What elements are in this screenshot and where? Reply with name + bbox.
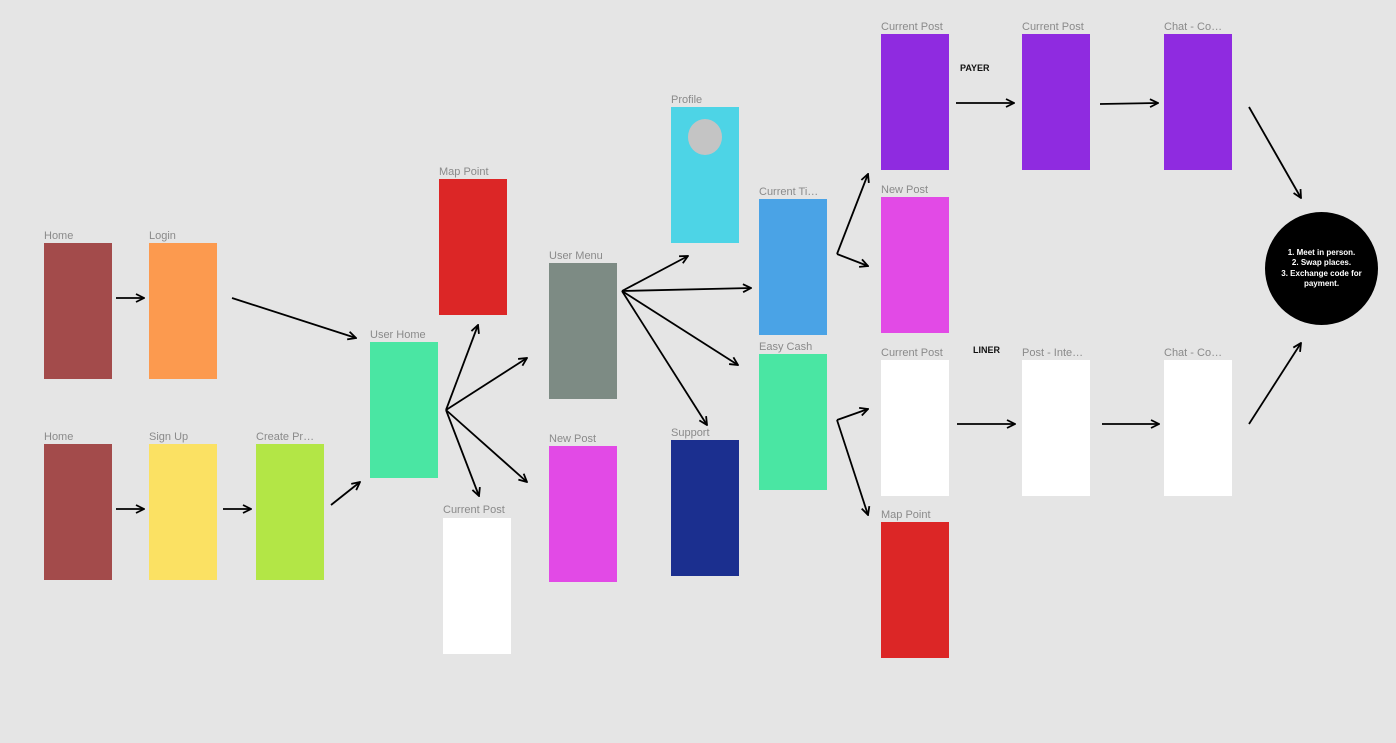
arrow-usermenu-profile	[621, 256, 688, 292]
frame-label-map-point-1: Map Point	[439, 166, 489, 178]
frame-label-home-1: Home	[44, 230, 74, 242]
frame-label-current-post-payer: Current Post	[881, 21, 943, 33]
frame-post-interest[interactable]	[1022, 360, 1090, 496]
arrow-usermenu-currentticket	[621, 288, 751, 291]
frame-label-current-post-1: Current Post	[443, 504, 505, 516]
arrow-easycash-currentpost	[836, 409, 868, 421]
frame-sign-up[interactable]	[149, 444, 217, 580]
frame-label-current-ticket: Current Ti…	[759, 186, 819, 198]
frame-label-map-point-2: Map Point	[881, 509, 931, 521]
frame-new-post-1[interactable]	[549, 446, 617, 582]
frame-label-support: Support	[671, 427, 710, 439]
frame-current-post-payer-2[interactable]	[1022, 34, 1090, 170]
payer-tag: PAYER	[960, 63, 990, 73]
frame-current-post-payer[interactable]	[881, 34, 949, 170]
frame-user-home[interactable]	[370, 342, 438, 478]
frame-label-create-profile: Create Pr…	[256, 431, 315, 443]
frame-new-post-2[interactable]	[881, 197, 949, 333]
frame-create-profile[interactable]	[256, 444, 324, 580]
frame-home-1[interactable]	[44, 243, 112, 379]
avatar	[688, 119, 722, 155]
frame-label-user-menu: User Menu	[549, 250, 603, 262]
steps-circle: 1. Meet in person. 2. Swap places. 3. Ex…	[1265, 212, 1378, 325]
frame-label-easy-cash: Easy Cash	[759, 341, 813, 353]
arrow-usermenu-easycash	[621, 290, 738, 365]
frame-current-post-liner[interactable]	[881, 360, 949, 496]
step-2: 2. Swap places.	[1291, 258, 1352, 267]
frame-support[interactable]	[671, 440, 739, 576]
frame-map-point-1[interactable]	[439, 179, 507, 315]
arrow-payer-2	[1099, 103, 1158, 104]
frame-current-ticket[interactable]	[759, 199, 827, 335]
arrow-userhome-usermenu	[445, 358, 527, 411]
frame-label-profile: Profile	[671, 94, 703, 106]
arrow-create-userhome	[330, 482, 360, 506]
arrow-payer-circle	[1248, 106, 1301, 198]
frame-chat-payer[interactable]	[1164, 34, 1232, 170]
frame-label-user-home: User Home	[370, 329, 426, 341]
arrow-easycash-mappoint	[836, 419, 868, 515]
arrow-userhome-currentpost	[445, 409, 479, 496]
frame-label-new-post-1: New Post	[549, 433, 597, 445]
frame-label-post-interest: Post - Inte…	[1022, 347, 1084, 359]
frame-map-point-2[interactable]	[881, 522, 949, 658]
arrow-userhome-mappoint	[445, 325, 478, 411]
arrow-userhome-newpost	[445, 409, 527, 482]
frame-easy-cash[interactable]	[759, 354, 827, 490]
arrow-usermenu-support	[621, 290, 707, 425]
frame-label-chat-liner: Chat - Co…	[1164, 347, 1223, 359]
frame-login[interactable]	[149, 243, 217, 379]
step-3-cont: payment.	[1303, 279, 1340, 288]
frame-label-current-post-liner: Current Post	[881, 347, 943, 359]
step-3: 3. Exchange code for	[1281, 268, 1362, 278]
arrow-ticket-currentpost	[836, 174, 868, 255]
step-1: 1. Meet in person.	[1287, 247, 1356, 257]
frame-label-chat-payer: Chat - Co…	[1164, 21, 1223, 33]
frame-label-new-post-2: New Post	[881, 184, 929, 196]
liner-tag: LINER	[973, 345, 1000, 355]
frame-chat-liner[interactable]	[1164, 360, 1232, 496]
arrow-ticket-newpost	[836, 253, 868, 266]
frame-label-login: Login	[149, 230, 176, 242]
arrow-liner-circle	[1248, 343, 1301, 425]
frame-label-sign-up: Sign Up	[149, 431, 189, 443]
frame-current-post-1[interactable]	[443, 518, 511, 654]
frame-label-home-2: Home	[44, 431, 74, 443]
arrow-login-userhome	[231, 297, 356, 338]
frame-home-2[interactable]	[44, 444, 112, 580]
frame-user-menu[interactable]	[549, 263, 617, 399]
frame-label-current-post-payer-2: Current Post	[1022, 21, 1084, 33]
frame-profile[interactable]	[671, 107, 739, 243]
